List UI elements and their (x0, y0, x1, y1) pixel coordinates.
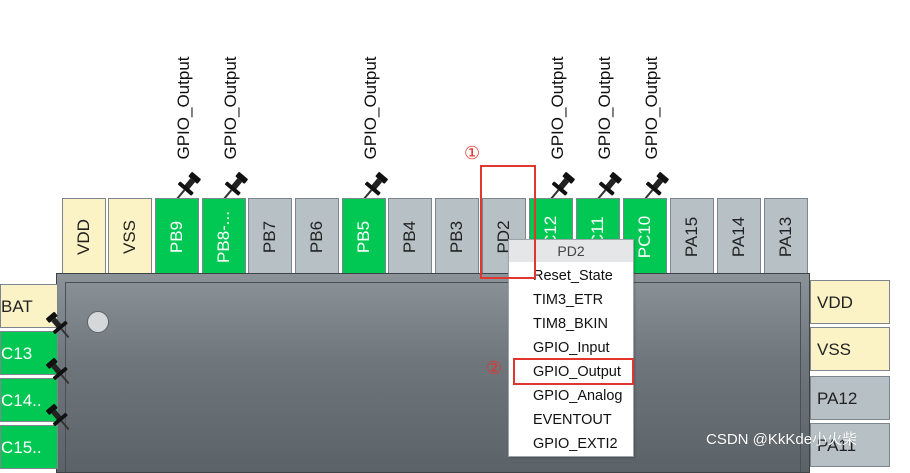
pin-pb5[interactable]: PB5 (342, 198, 386, 274)
menu-item-gpio-input[interactable]: GPIO_Input (533, 340, 610, 356)
mcu-chip-body (56, 273, 810, 473)
menu-item-tim8-bkin[interactable]: TIM8_BKIN (533, 316, 608, 332)
menu-item-gpio-output[interactable]: GPIO_Output (533, 364, 621, 380)
signal-label-pc11: GPIO_Output (595, 56, 614, 160)
pin-pb4[interactable]: PB4 (388, 198, 432, 274)
signal-label-pb9: GPIO_Output (174, 56, 193, 160)
pushpin-icon (549, 172, 575, 200)
pushpin-icon (45, 403, 70, 431)
pushpin-icon (362, 172, 388, 200)
pin-vbat[interactable]: BAT (0, 284, 58, 328)
pin-pc14[interactable]: C14.. (0, 378, 58, 422)
watermark-text: CSDN @KkKde小火柴 (706, 431, 858, 448)
annotation-step-2: ② (486, 358, 503, 379)
menu-item-reset-state[interactable]: Reset_State (533, 268, 613, 284)
signal-label-pc12: GPIO_Output (548, 56, 567, 160)
annotation-step-1: ① (464, 143, 481, 164)
pin-pb8[interactable]: PB8-... (202, 198, 246, 274)
pin-pb9[interactable]: PB9 (155, 198, 199, 274)
pushpin-icon (222, 172, 248, 200)
menu-item-gpio-exti2[interactable]: GPIO_EXTI2 (533, 436, 618, 452)
pin-pb3[interactable]: PB3 (435, 198, 479, 274)
pin-vss-top[interactable]: VSS (108, 198, 152, 274)
chip-inner-border (65, 282, 801, 472)
pin-pa14[interactable]: PA14 (717, 198, 761, 274)
pin-vdd-top[interactable]: VDD (62, 198, 106, 274)
pin1-marker-dot (87, 311, 109, 333)
pin-pa15[interactable]: PA15 (670, 198, 714, 274)
pin-pb6[interactable]: PB6 (295, 198, 339, 274)
pin-context-menu: PD2 Reset_State TIM3_ETR TIM8_BKIN GPIO_… (508, 239, 634, 457)
menu-header-pin-name: PD2 (509, 240, 633, 262)
signal-label-pc10: GPIO_Output (642, 56, 661, 160)
pushpin-icon (45, 311, 70, 339)
pin-vss-right[interactable]: VSS (810, 327, 890, 371)
pushpin-icon (596, 172, 622, 200)
pushpin-icon (45, 357, 70, 385)
signal-label-pb5: GPIO_Output (361, 56, 380, 160)
pin-vdd-right[interactable]: VDD (810, 280, 890, 324)
menu-item-gpio-analog[interactable]: GPIO_Analog (533, 388, 623, 404)
menu-item-tim3-etr[interactable]: TIM3_ETR (533, 292, 604, 308)
pin-pc13[interactable]: C13 (0, 331, 58, 375)
pushpin-icon (643, 172, 669, 200)
pin-pb7[interactable]: PB7 (248, 198, 292, 274)
menu-item-eventout[interactable]: EVENTOUT (533, 412, 612, 428)
pin-pa13[interactable]: PA13 (764, 198, 808, 274)
pushpin-icon (175, 172, 201, 200)
annotation-box-gpio-output (513, 358, 634, 385)
pin-pa12[interactable]: PA12 (810, 376, 890, 420)
annotation-box-pd2 (480, 165, 536, 279)
signal-label-pb8: GPIO_Output (221, 56, 240, 160)
